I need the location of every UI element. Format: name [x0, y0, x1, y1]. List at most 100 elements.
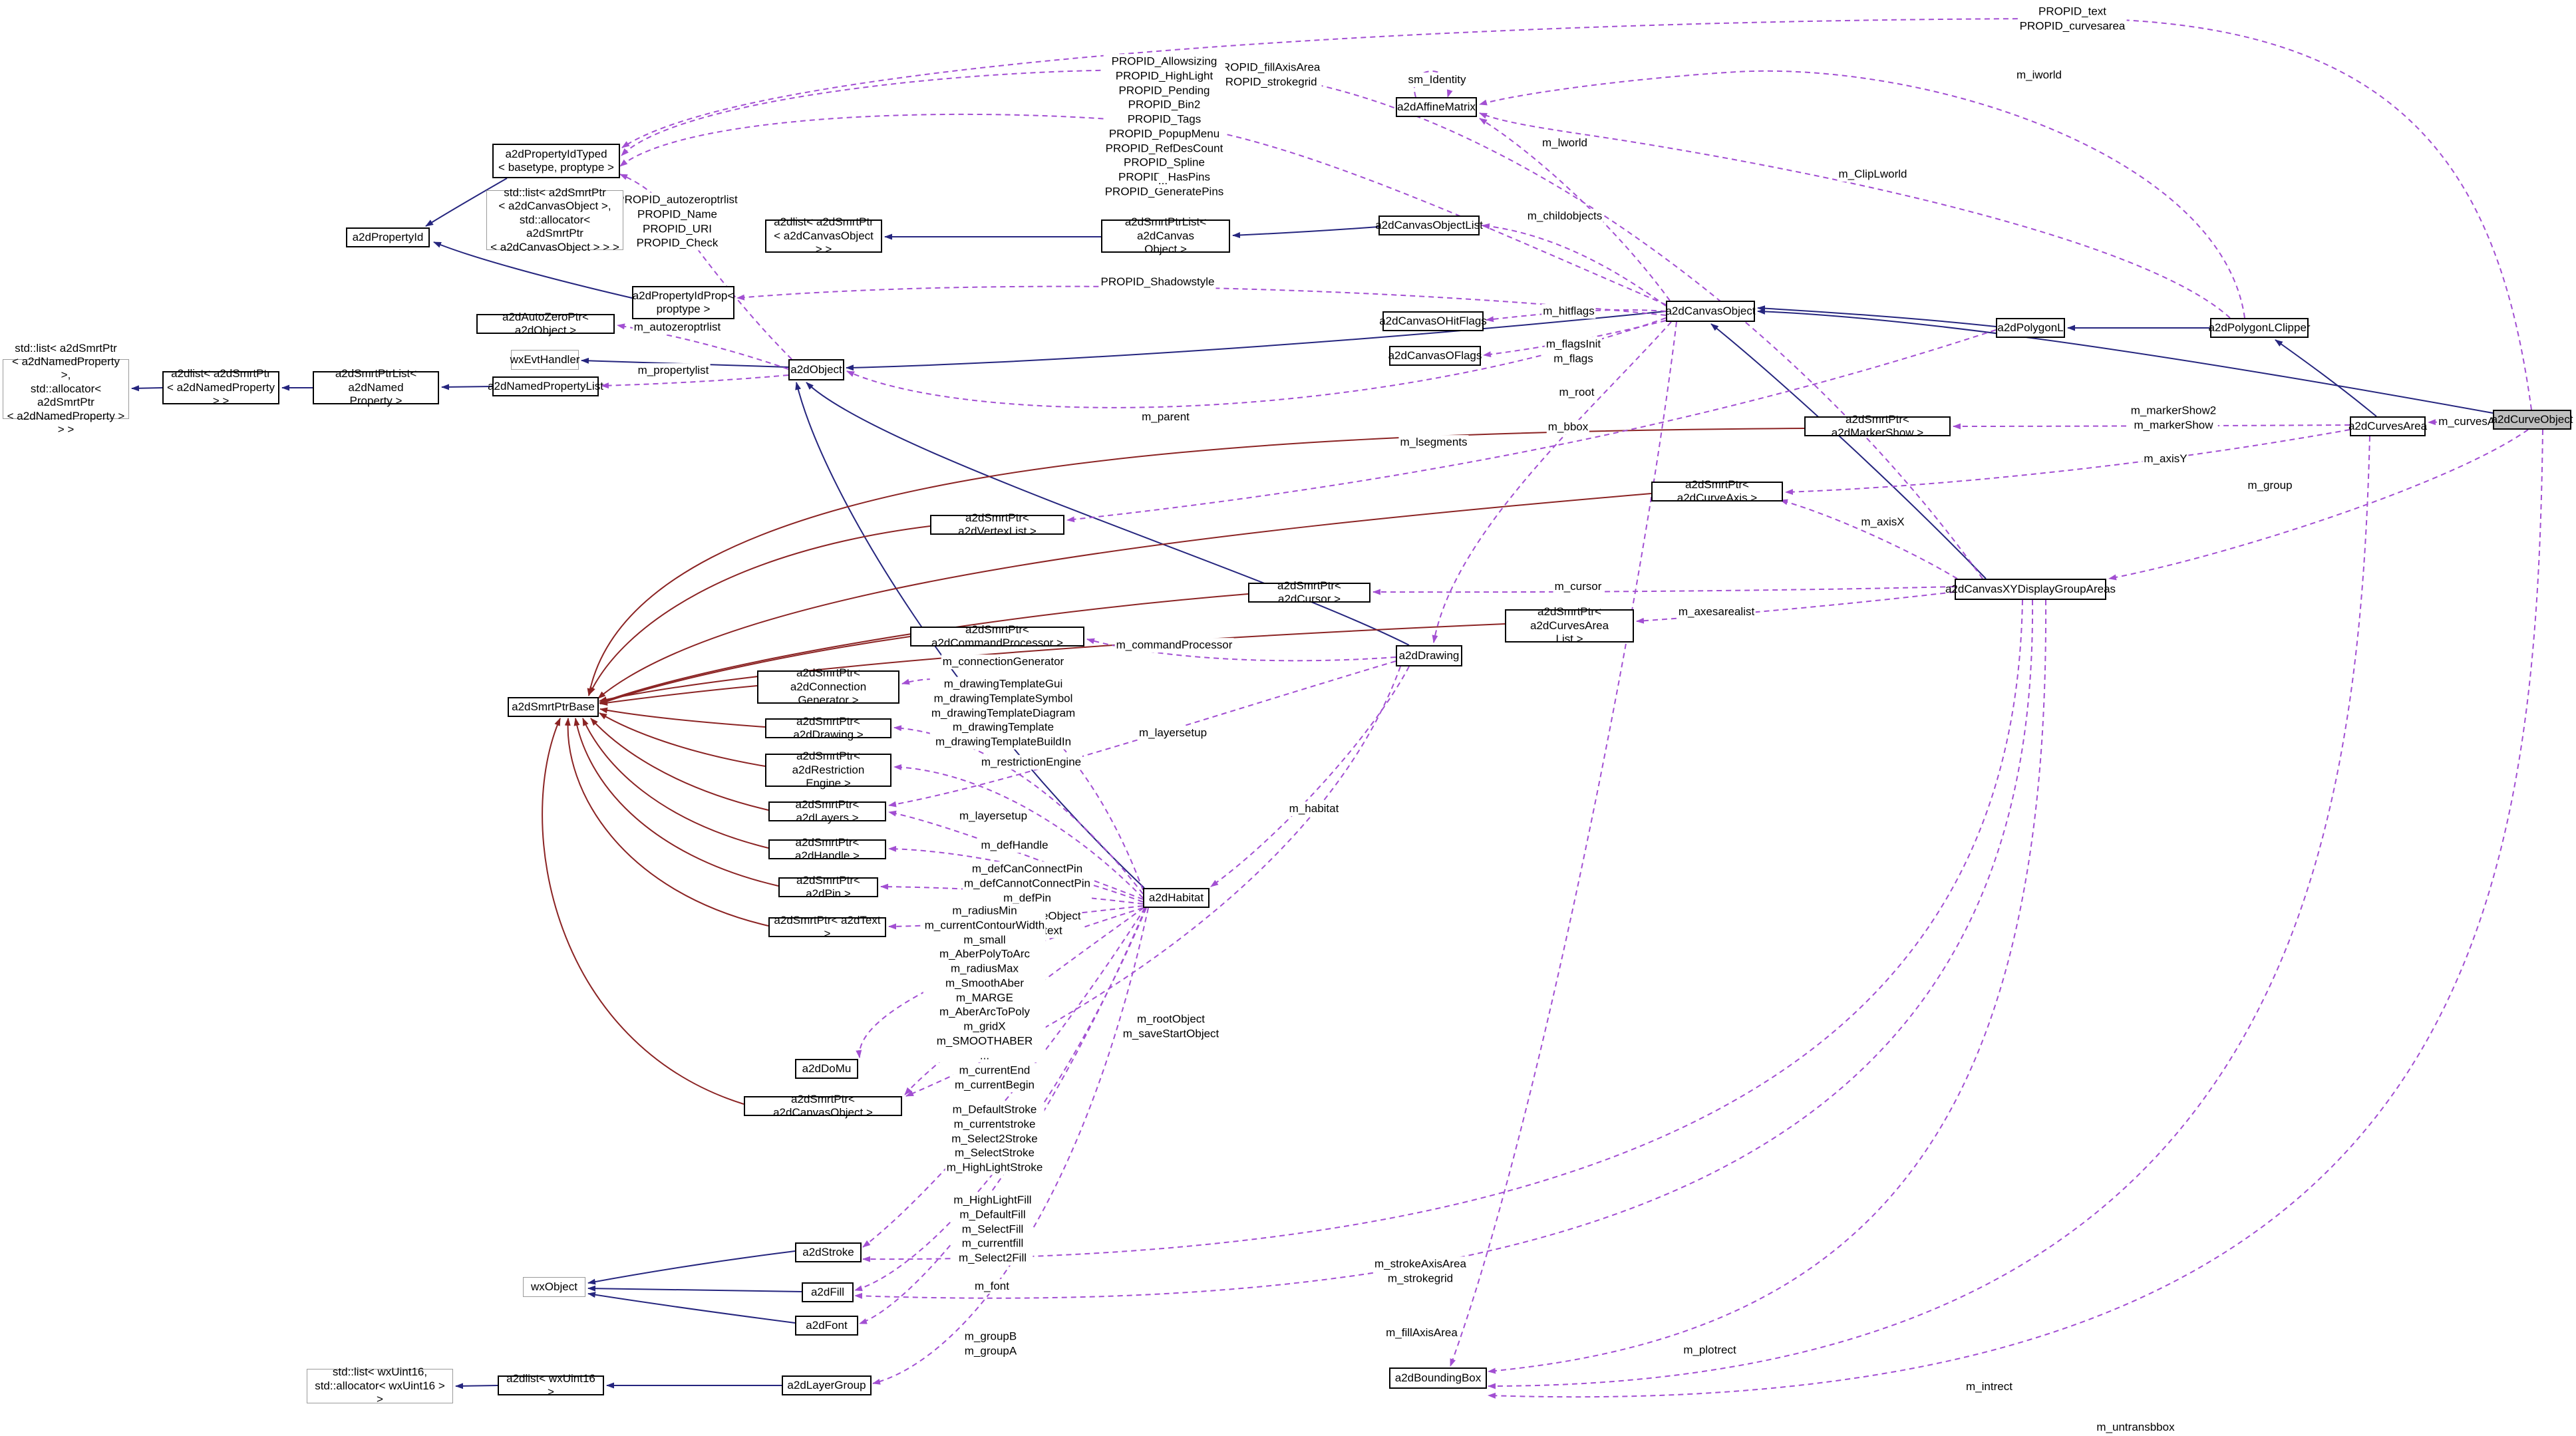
edge-a2dCanvasXYDisplayGroupAreas-to-a2dStroke: [862, 599, 2023, 1262]
class-node-a2dSmrtPtr-restrictionengine[interactable]: a2dSmrtPtr< a2dRestriction Engine >: [765, 750, 891, 790]
class-node-a2dPropertyIdTyped[interactable]: a2dPropertyIdTyped < basetype, proptype …: [492, 144, 620, 178]
class-node-a2dCanvasObjectList[interactable]: a2dCanvasObjectList: [1375, 215, 1483, 235]
edge-label: m_fillAxisArea: [1384, 1326, 1459, 1340]
class-node-a2dAutoZeroPtr[interactable]: a2dAutoZeroPtr< a2dObject >: [476, 311, 615, 337]
class-node-a2dSmrtPtr-commandprocessor[interactable]: a2dSmrtPtr< a2dCommandProcessor >: [910, 623, 1084, 649]
class-node-a2dPropertyId[interactable]: a2dPropertyId: [346, 227, 430, 247]
edge-a2dSmrtPtr-cursor-to-a2dSmrtPtrBase: [599, 593, 1249, 704]
class-node-a2dCanvasObject[interactable]: a2dCanvasObject: [1665, 301, 1756, 322]
edge-a2dHabitat-to-a2dSmrtPtr-handle: [888, 845, 1144, 903]
edge-label: m_iworld: [2014, 68, 2064, 82]
class-node-a2dSmrtPtr-text[interactable]: a2dSmrtPtr< a2dText >: [768, 914, 886, 940]
edge-a2dPolygonL-to-a2dCanvasObject: [1757, 305, 1997, 327]
edge-a2dCanvasObject-to-a2dBoundingBox: [1450, 321, 1677, 1367]
edge-a2dFill-to-wxObject: [587, 1285, 802, 1292]
class-node-std-list-named: std::list< a2dSmrtPtr < a2dNamedProperty…: [3, 342, 129, 436]
class-node-a2dSmrtPtrList-canvas[interactable]: a2dSmrtPtrList< a2dCanvas Object >: [1101, 215, 1230, 255]
edge-a2dSmrtPtr-restrictionengine-to-a2dSmrtPtrBase: [599, 712, 766, 767]
edge-label: m_restrictionEngine: [979, 755, 1083, 770]
class-node-a2dSmrtPtr-curveaxis[interactable]: a2dSmrtPtr< a2dCurveAxis >: [1651, 478, 1783, 504]
edge-label: m_drawingTemplateGui m_drawingTemplateSy…: [929, 676, 1077, 750]
class-node-a2dCurvesArea[interactable]: a2dCurvesArea: [2348, 416, 2427, 436]
edge-a2dCanvasObject-to-a2dObject: [846, 317, 1667, 408]
edge-a2dStroke-to-wxObject: [587, 1250, 796, 1285]
class-node-wxObject: wxObject: [523, 1277, 585, 1297]
edge-a2dSmrtPtr-curveaxis-to-a2dSmrtPtrBase: [597, 493, 1652, 699]
class-node-a2dHabitat[interactable]: a2dHabitat: [1143, 888, 1209, 908]
class-node-a2dSmrtPtr-canvasobject[interactable]: a2dSmrtPtr< a2dCanvasObject >: [744, 1093, 902, 1119]
class-node-a2dPolygonLClipper[interactable]: a2dPolygonLClipper: [2208, 318, 2311, 338]
edge-label: m_intrect: [1965, 1379, 2014, 1394]
edge-a2dCurvesArea-to-a2dPolygonLClipper: [2275, 339, 2377, 417]
edge-label: m_layersetup: [957, 809, 1029, 823]
edge-a2dHabitat-to-a2dLayerGroup: [872, 907, 1149, 1385]
edge-label: m_flagsInit m_flags: [1544, 337, 1603, 366]
edge-label: m_group: [2246, 478, 2294, 493]
class-node-a2dSmrtPtr-curvesarealist[interactable]: a2dSmrtPtr< a2dCurvesArea List >: [1505, 605, 1634, 645]
class-node-a2dObject[interactable]: a2dObject: [788, 359, 844, 380]
class-node-a2dSmrtPtrList-named[interactable]: a2dSmrtPtrList< a2dNamed Property >: [313, 367, 439, 407]
edge-a2dCurveObject-to-a2dCanvasXYDisplayGroupAreas: [2108, 429, 2529, 581]
edge-a2dHabitat-to-a2dSmrtPtr-restrictionengine: [893, 764, 1144, 899]
edge-label: PROPID_Shadowstyle: [1099, 275, 1216, 289]
edge-label: m_axisY: [2142, 452, 2189, 466]
class-node-a2dPolygonL[interactable]: a2dPolygonL: [1996, 318, 2065, 338]
class-node-a2dSmrtPtr-drawing[interactable]: a2dSmrtPtr< a2dDrawing >: [765, 715, 891, 741]
edge-a2dCanvasXYDisplayGroupAreas-to-a2dBoundingBox: [1488, 599, 2047, 1374]
class-node-a2dCanvasOFlags[interactable]: a2dCanvasOFlags: [1388, 346, 1482, 366]
class-node-a2dBoundingBox[interactable]: a2dBoundingBox: [1389, 1367, 1487, 1389]
edge-label: PROPID_fillAxisArea PROPID_strokegrid: [1213, 60, 1322, 89]
edge-label: m_font: [973, 1279, 1011, 1294]
class-node-a2dLayerGroup[interactable]: a2dLayerGroup: [782, 1375, 872, 1395]
class-node-a2dStroke[interactable]: a2dStroke: [795, 1242, 862, 1262]
edge-a2dCurveObject-to-a2dBoundingBox: [1488, 429, 2543, 1399]
edge-label: m_currentEnd m_currentBegin: [953, 1063, 1037, 1092]
class-node-a2dlist-wxuint16[interactable]: a2dlist< wxUint16 >: [498, 1372, 604, 1398]
class-node-a2dSmrtPtr-connectiongenerator[interactable]: a2dSmrtPtr< a2dConnection Generator >: [757, 666, 899, 706]
edge-a2dHabitat-to-a2dObject: [795, 382, 1145, 889]
edge-a2dlist-wxuint16-to-std-list-wxuint16: [455, 1383, 498, 1389]
class-node-a2dSmrtPtr-layers[interactable]: a2dSmrtPtr< a2dLayers >: [768, 798, 886, 824]
class-node-std-list-wxuint16: std::list< wxUint16, std::allocator< wxU…: [307, 1365, 453, 1405]
edge-label: m_hitflags: [1541, 304, 1596, 319]
class-node-a2dFont[interactable]: a2dFont: [795, 1316, 858, 1336]
class-node-a2dSmrtPtrBase[interactable]: a2dSmrtPtrBase: [508, 697, 599, 717]
class-node-a2dNamedPropertyList[interactable]: a2dNamedPropertyList: [488, 376, 603, 396]
edge-a2dSmrtPtr-canvasobject-to-a2dSmrtPtrBase: [542, 718, 744, 1105]
class-node-a2dCanvasOHitFlags[interactable]: a2dCanvasOHitFlags: [1379, 311, 1487, 331]
class-node-a2dDrawing[interactable]: a2dDrawing: [1396, 645, 1462, 666]
class-node-wxEvtHandler: wxEvtHandler: [510, 350, 579, 370]
class-node-a2dSmrtPtr-handle[interactable]: a2dSmrtPtr< a2dHandle >: [768, 836, 886, 862]
class-node-a2dSmrtPtr-markershow[interactable]: a2dSmrtPtr< a2dMarkerShow >: [1804, 413, 1951, 439]
class-node-a2dPropertyIdProp[interactable]: a2dPropertyIdProp< proptype >: [632, 286, 734, 319]
edge-a2dPolygonL-to-a2dSmrtPtr-vertexlist: [1066, 329, 1997, 523]
class-node-a2dSmrtPtr-vertexlist[interactable]: a2dSmrtPtr< a2dVertexList >: [930, 511, 1064, 537]
edge-label: m_autozeroptrlist: [632, 320, 723, 335]
edge-a2dPropertyIdTyped-to-a2dPropertyId: [425, 178, 508, 227]
class-node-a2dSmrtPtr-cursor[interactable]: a2dSmrtPtr< a2dCursor >: [1248, 579, 1370, 605]
edge-label: m_markerShow2 m_markerShow: [2129, 403, 2218, 432]
edge-a2dPropertyIdProp-to-a2dPropertyId: [433, 241, 633, 299]
class-node-a2dCurveObject[interactable]: a2dCurveObject: [2492, 410, 2573, 430]
edge-label: sm_Identity: [1406, 72, 1468, 87]
edge-a2dSmrtPtr-connectiongenerator-to-a2dSmrtPtrBase: [599, 685, 758, 706]
class-node-a2dlist-named[interactable]: a2dlist< a2dSmrtPtr < a2dNamedProperty >…: [162, 367, 279, 407]
edge-label: m_defCanConnectPin m_defCannotConnectPin…: [963, 861, 1092, 905]
edge-a2dHabitat-to-a2dSmrtPtr-drawing: [893, 725, 1144, 895]
edge-a2dHabitat-to-a2dStroke: [862, 907, 1146, 1248]
edge-a2dCanvasXYDisplayGroupAreas-to-a2dSmrtPtr-curveaxis: [1780, 499, 1958, 579]
edge-label: m_rootObject m_saveStartObject: [1121, 1012, 1221, 1041]
edge-label: m_parent: [1140, 410, 1191, 424]
class-node-a2dCanvasXYDisplayGroupAreas[interactable]: a2dCanvasXYDisplayGroupAreas: [1945, 579, 2116, 600]
edge-a2dFont-to-wxObject: [587, 1292, 796, 1324]
class-node-a2dFill[interactable]: a2dFill: [802, 1282, 854, 1302]
class-node-a2dAffineMatrix[interactable]: a2dAffineMatrix: [1396, 97, 1477, 117]
class-node-a2dSmrtPtr-pin[interactable]: a2dSmrtPtr< a2dPin >: [778, 874, 878, 900]
class-node-a2dDoMu[interactable]: a2dDoMu: [795, 1059, 858, 1079]
edge-a2dObject-to-a2dPropertyIdTyped: [619, 174, 792, 360]
edge-label: m_lsegments: [1398, 435, 1469, 450]
edge-label: m_strokeAxisArea m_strokegrid: [1373, 1256, 1468, 1286]
class-node-a2dlist-canvasobject[interactable]: a2dlist< a2dSmrtPtr < a2dCanvasObject > …: [765, 215, 882, 255]
